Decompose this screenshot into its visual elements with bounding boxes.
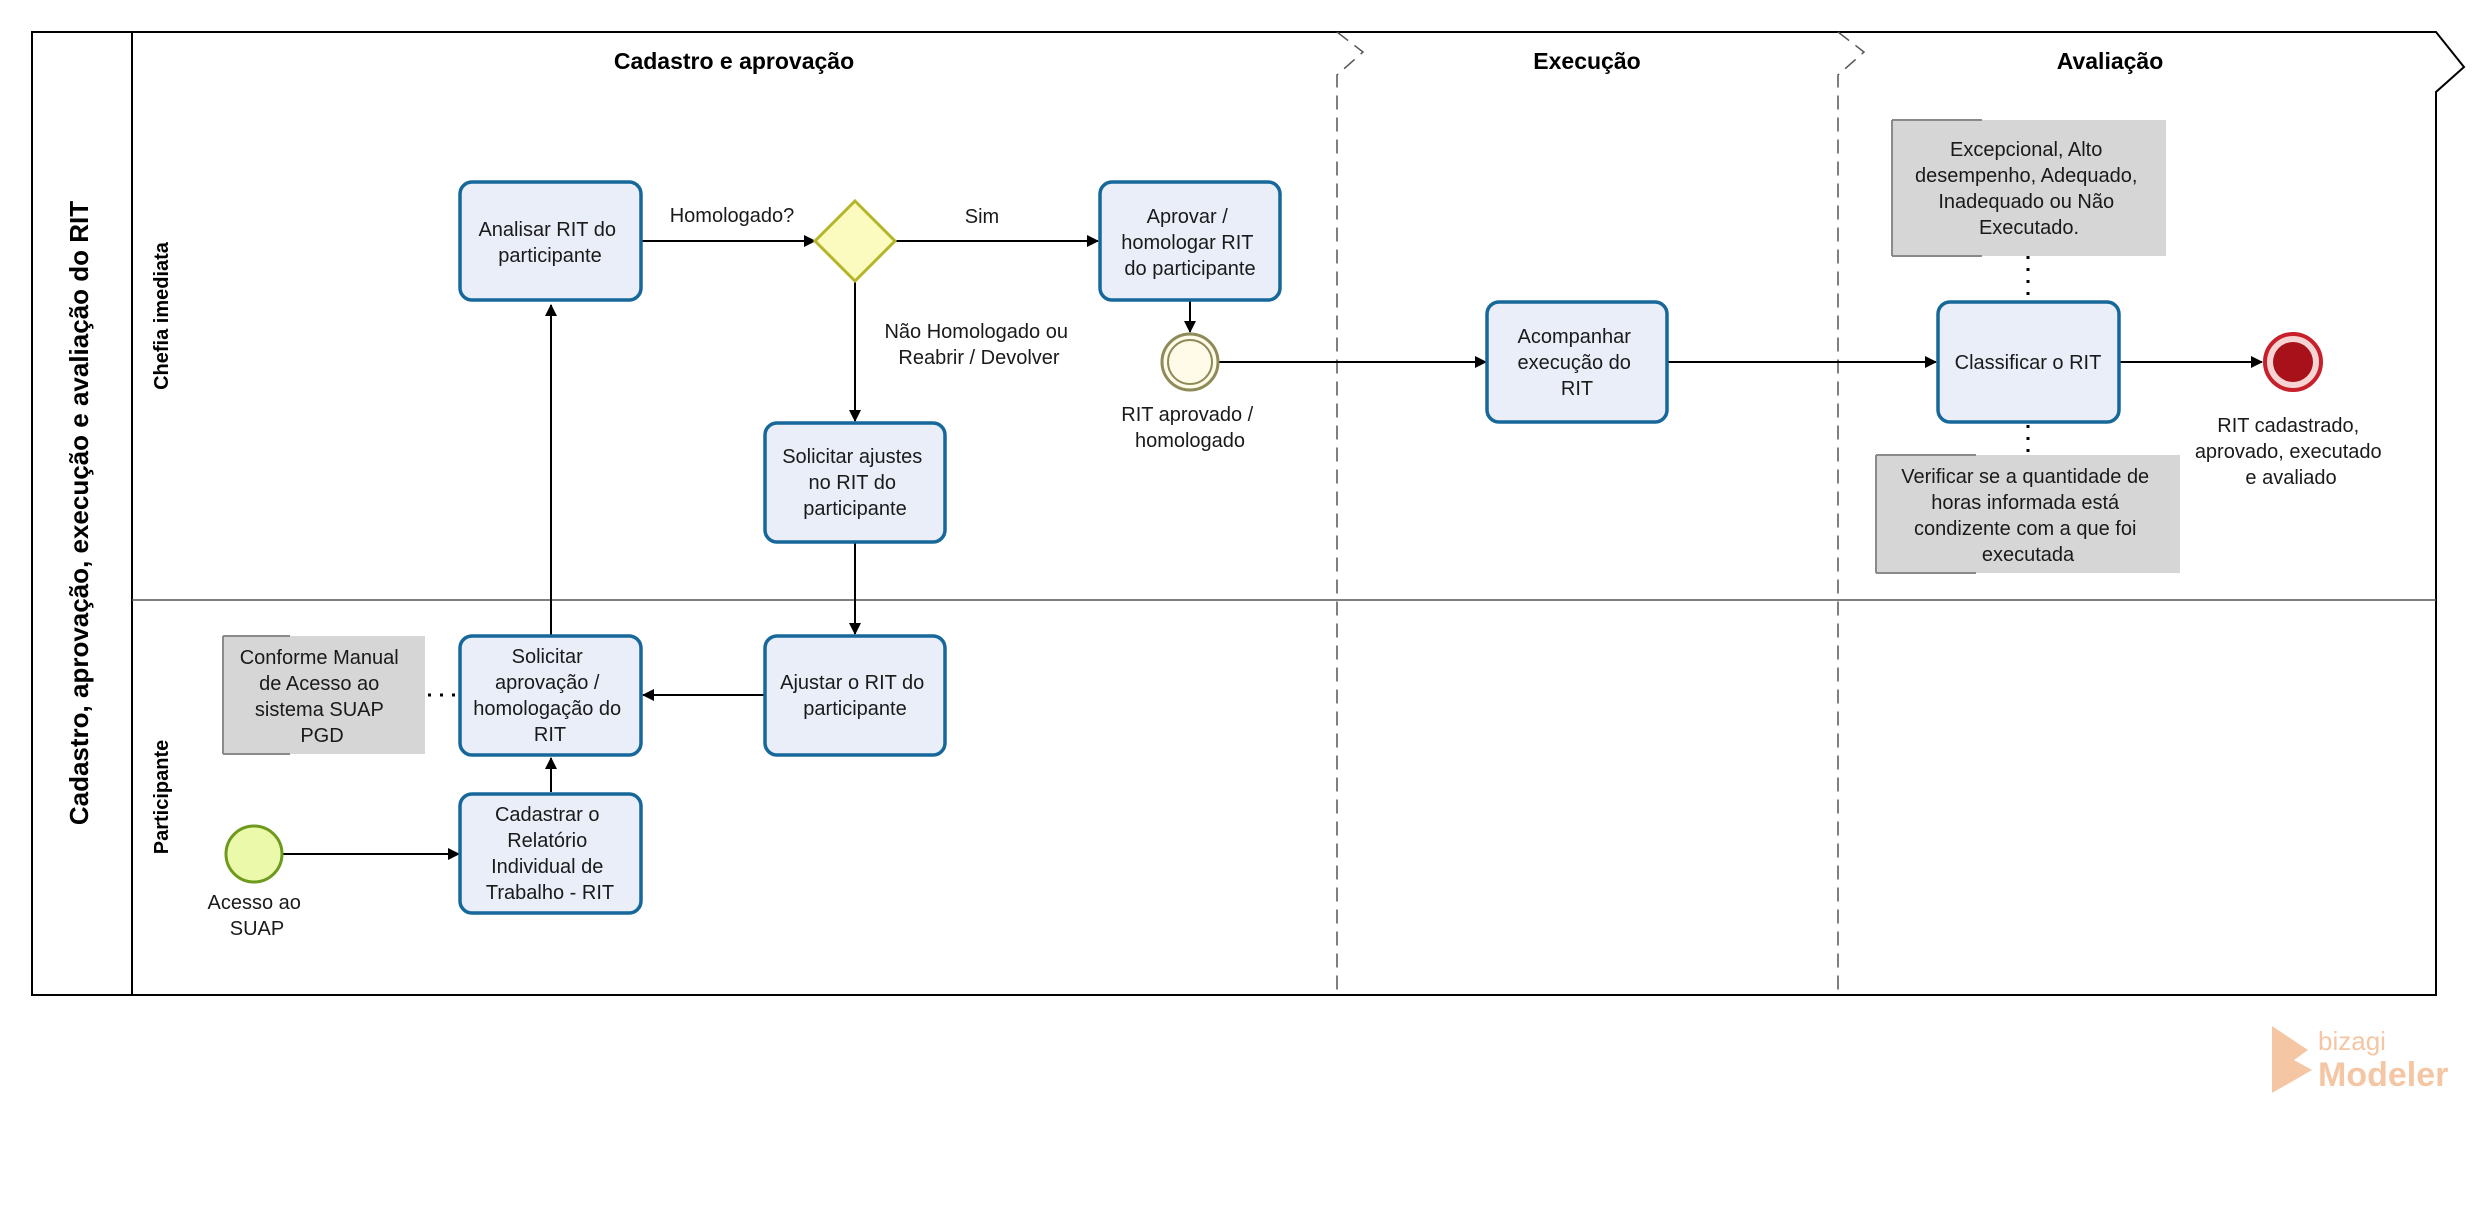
- svg-text:Cadastrar o Relatório: Cadastrar o Relatório Individual de Trab…: [486, 804, 614, 904]
- watermark-brand: bizagi: [2318, 1026, 2386, 1056]
- intermediate-event-label: RIT aprovado / homologado: [1121, 404, 1259, 452]
- annotation-verificar-horas: Verificar se a quantidade de horas infor…: [1875, 454, 2180, 574]
- associations: [428, 256, 2030, 697]
- task-ajustar-rit[interactable]: Ajustar o RIT do participante: [763, 634, 947, 757]
- lane-title-chefia: Chefia imediata: [151, 241, 173, 390]
- phase-title-avaliacao: Avaliação: [2057, 48, 2164, 74]
- end-event-label: RIT cadastrado, aprovado, executado e av…: [2195, 415, 2387, 489]
- svg-text:Solicitar ajustes no RIT: Solicitar ajustes no RIT do participante: [782, 446, 928, 520]
- task-cadastrar-rit[interactable]: Cadastrar o Relatório Individual de Trab…: [458, 792, 643, 915]
- sequence-flows: [283, 235, 2263, 860]
- exclusive-gateway[interactable]: [812, 198, 898, 284]
- svg-text:Analisar RIT do particip: Analisar RIT do participante: [478, 219, 621, 267]
- start-event[interactable]: [224, 824, 284, 884]
- svg-text:Aprovar / homologar RIT: Aprovar / homologar RIT do participante: [1121, 206, 1258, 280]
- task-acompanhar-execucao[interactable]: Acompanhar execução do RIT: [1485, 300, 1669, 424]
- end-event[interactable]: [2263, 332, 2323, 392]
- annotation-classificacao: Excepcional, Alto desempenho, Adequado, …: [1891, 119, 2166, 257]
- intermediate-event[interactable]: [1160, 332, 1220, 392]
- svg-text:Conforme Manual de Acess: Conforme Manual de Acesso ao sistema SUA…: [240, 647, 405, 747]
- svg-text:Acompanhar execução do: Acompanhar execução do RIT: [1518, 326, 1637, 400]
- bizagi-logo-icon: [2272, 1026, 2312, 1093]
- start-event-label: Acesso ao SUAP: [208, 892, 307, 940]
- lane-chefia: Chefia imediata: [132, 241, 2436, 601]
- svg-text:Solicitar aprovação /: Solicitar aprovação / homologação do RIT: [473, 646, 626, 746]
- flow-label-sim: Sim: [965, 206, 999, 228]
- flow-label-nao-homologado: Não Homologado ou Reabrir / Devolver: [884, 321, 1073, 369]
- phase-separators: [1336, 31, 1866, 995]
- svg-text:Verificar se a quantidade de: Verificar se a quantidade de horas infor…: [1901, 466, 2155, 566]
- phase-title-cadastro: Cadastro e aprovação: [614, 48, 854, 74]
- task-solicitar-ajustes[interactable]: Solicitar ajustes no RIT do participante: [763, 421, 947, 544]
- lane-title-participante: Participante: [151, 740, 173, 854]
- svg-text:Classificar o RIT: Classificar o RIT: [1955, 352, 2102, 374]
- svg-text:Excepcional, Alto desemp: Excepcional, Alto desempenho, Adequado, …: [1915, 139, 2143, 239]
- svg-text:Ajustar o RIT do partici: Ajustar o RIT do participante: [780, 672, 930, 720]
- phase-title-execucao: Execução: [1533, 48, 1640, 74]
- watermark-product: Modeler: [2318, 1056, 2448, 1094]
- task-aprovar-rit[interactable]: Aprovar / homologar RIT do participante: [1098, 180, 1282, 302]
- task-solicitar-aprovacao[interactable]: Solicitar aprovação / homologação do RIT: [458, 634, 643, 757]
- pool-title: Cadastro, aprovação, execução e avaliaçã…: [64, 201, 94, 825]
- annotation-manual-acesso: Conforme Manual de Acesso ao sistema SUA…: [222, 635, 425, 755]
- bizagi-watermark: bizagi Modeler: [2272, 1026, 2448, 1094]
- lane-participante: Participante: [151, 740, 173, 854]
- gateway-label: Homologado?: [670, 205, 795, 227]
- task-analisar-rit[interactable]: Analisar RIT do participante: [458, 180, 643, 302]
- task-classificar-rit[interactable]: Classificar o RIT: [1936, 300, 2121, 424]
